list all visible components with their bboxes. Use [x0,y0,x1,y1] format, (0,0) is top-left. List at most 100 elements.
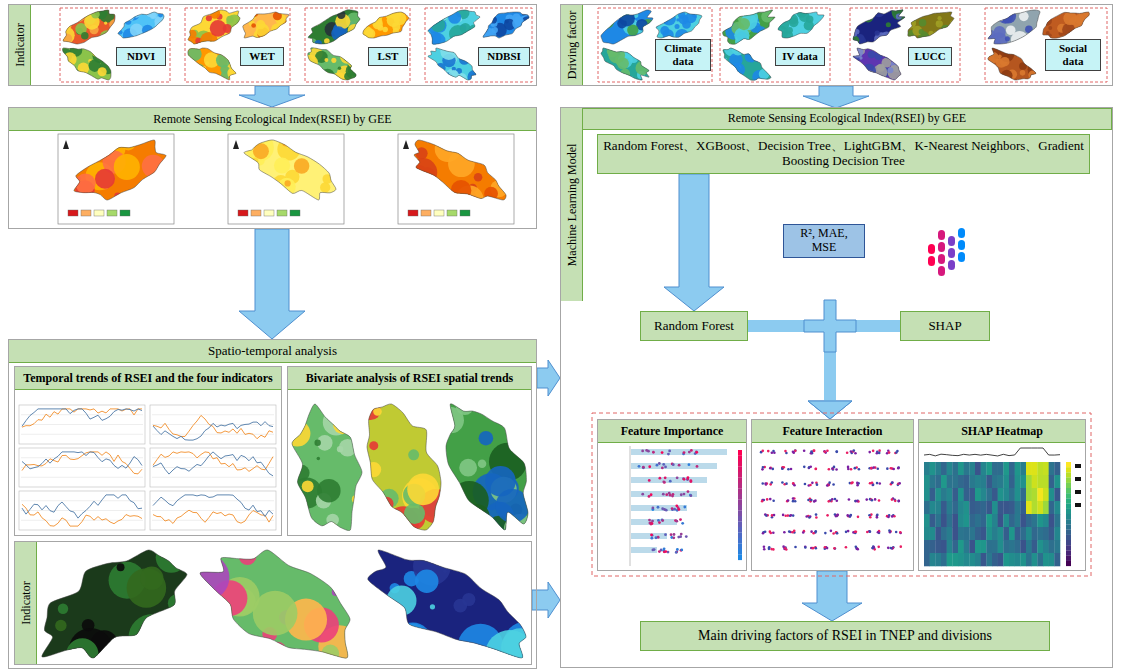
graphic-part [891,481,894,484]
graphic-part [830,530,833,533]
graphic-part [1041,7,1092,40]
label-box: NDVI [116,47,166,66]
graphic-part [21,510,143,511]
graphic-part [899,532,902,535]
graphic-part [769,467,772,470]
graphic-part [426,8,482,46]
graphic-part [986,540,992,553]
box-label: WET [249,50,275,63]
graphic-part [1066,519,1071,524]
graphic-part [78,63,90,75]
graphic-part [832,532,835,535]
graphic-part [618,47,622,51]
graphic-part [256,24,269,37]
graphic-part [631,505,687,511]
graphic-part [680,548,683,551]
section-heading: Feature Importance [598,420,746,443]
graphic-part [950,20,957,27]
graphic-part [687,490,690,493]
graphic-part [738,544,742,550]
graphic-part [871,547,874,550]
graphic-part [479,431,494,446]
graphic-part [769,466,772,469]
graphic-part [363,12,409,38]
graphic-part [182,540,360,671]
graphic-part [998,501,1004,514]
section-panel: Temporal trends of RSEI and the four ind… [14,366,282,536]
graphic-part [761,450,764,453]
graphic-part [599,46,651,82]
graphic-part [1003,462,1009,475]
graphic-part [81,32,88,39]
graphic-part [321,645,339,663]
graphic-part [905,18,916,29]
graphic-part [478,459,487,468]
graphic-part [883,49,892,58]
graphic-part [847,468,850,471]
graphic-part [1066,509,1071,514]
graphic-part [244,8,257,21]
graphic-part [1009,540,1015,553]
dashed-frame [60,8,170,82]
graphic-part [368,550,526,658]
graphic-part [1066,556,1071,561]
graphic-part [802,531,805,534]
graphic-part [981,501,987,514]
graphic-part [804,546,807,549]
box-label: NDVI [127,50,155,63]
graphic-part [661,467,664,470]
graphic-part [619,10,635,26]
graphic-part [64,75,72,83]
graphic-part [992,501,998,514]
graphic-part [1043,501,1049,514]
graphic-part [805,515,808,518]
graphic-part [664,476,667,479]
graphic-part [975,514,981,527]
graphic-part [827,484,830,487]
graphic-part [969,475,975,488]
graphic-part [182,554,229,601]
graphic-part [379,497,393,511]
graphic-part [228,134,344,224]
graphic-part [22,409,142,426]
graphic-part [791,531,794,534]
graphic-part [969,527,975,540]
graphic-part [471,73,479,81]
graphic-part [1054,475,1060,488]
graphic-part [394,623,432,661]
graphic-part [650,533,653,536]
graphic-part [738,494,742,500]
graphic-part [738,478,742,484]
graphic-part [988,48,1036,80]
graphic-part [721,8,777,48]
graphic-part [815,513,818,516]
graphic-part [869,530,872,533]
graphic-part [1032,501,1038,514]
graphic-part [897,467,900,470]
graphic-part [803,466,806,469]
graphic-part [952,527,958,540]
map-thumbnail [360,400,453,539]
graphic-part [152,477,274,478]
graphic-part [933,31,941,39]
graphic-part [975,501,981,514]
graphic-part [827,500,830,503]
graphic-part [1043,488,1049,501]
graphic-part [865,498,868,501]
graphic-part [854,530,857,533]
graphic-part [689,494,692,497]
graphic-part [859,56,862,59]
graphic-part [459,459,477,477]
graphic-part [992,475,998,488]
graphic-part [340,415,358,433]
graphic-part [451,180,472,201]
graphic-part [448,11,461,24]
graphic-part [496,489,530,523]
graphic-part [975,527,981,540]
shap-logo [928,228,965,276]
graphic-part [228,58,234,64]
graphic-part [302,480,314,492]
graphic-part [1003,501,1009,514]
graphic-part [152,414,274,415]
